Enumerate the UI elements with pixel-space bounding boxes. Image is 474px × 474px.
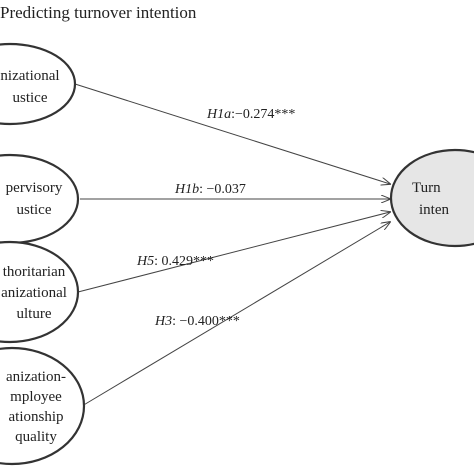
hypothesis-name: H3 — [154, 314, 172, 329]
svg-text:pervisory: pervisory — [6, 180, 63, 196]
coefficient-value: −0.274*** — [235, 107, 295, 122]
path-label-h1b: H1b: −0.037 — [174, 182, 246, 197]
node-label-line: ationship — [9, 409, 64, 425]
node-label-line: ustice — [17, 202, 52, 218]
svg-text:nizational: nizational — [0, 68, 59, 84]
node-supervisory-justice: pervisory ustice — [0, 153, 80, 245]
hypothesis-name: H1b — [174, 182, 199, 197]
path-label-h5: H5: 0.429*** — [136, 254, 214, 269]
coefficient-value: −0.037 — [207, 182, 246, 197]
path-label-h1a: H1a:−0.274*** — [206, 107, 295, 122]
node-organizational-justice: nizational ustice — [0, 42, 77, 126]
svg-text:Turn: Turn — [412, 180, 441, 196]
node-turnover-intention: Turn inten — [389, 148, 474, 248]
label-separator: : — [199, 182, 206, 197]
node-label-line: anization- — [6, 369, 66, 385]
node-label-line: quality — [15, 429, 57, 445]
svg-text:mployee: mployee — [10, 389, 62, 405]
node-authoritarian-culture: thoritarian anizational ulture — [0, 240, 80, 344]
label-separator: : — [231, 107, 235, 122]
path-label-h3: H3: −0.400*** — [154, 314, 240, 329]
node-label-line: ustice — [13, 90, 48, 106]
node-label-line: thoritarian — [3, 264, 66, 280]
node-label-line: anizational — [1, 285, 67, 301]
path-arrow-h5 — [77, 212, 390, 293]
diagram-title: Predicting turnover intention — [0, 3, 197, 22]
svg-text:thoritarian: thoritarian — [3, 264, 66, 280]
svg-text:anizational: anizational — [1, 285, 67, 301]
node-label-line: nizational — [0, 68, 59, 84]
node-label-line: pervisory — [6, 180, 63, 196]
svg-text:ustice: ustice — [17, 202, 52, 218]
svg-text:inten: inten — [419, 202, 449, 218]
path-arrow-h3 — [81, 222, 390, 407]
node-label-line: inten — [419, 202, 449, 218]
svg-text:ationship: ationship — [9, 409, 64, 425]
label-separator: : — [172, 314, 179, 329]
node-oe-relationship-quality: anization- mployee ationship quality — [0, 346, 86, 466]
node-label-line: mployee — [10, 389, 62, 405]
svg-text:quality: quality — [15, 429, 57, 445]
node-label-line: ulture — [17, 306, 52, 322]
hypothesis-name: H5 — [136, 254, 154, 269]
label-separator: : — [154, 254, 161, 269]
svg-text:anization-: anization- — [6, 369, 66, 385]
path-arrow-h1a — [74, 83, 390, 184]
coefficient-value: 0.429*** — [162, 254, 215, 269]
node-label-line: Turn — [412, 180, 441, 196]
coefficient-value: −0.400*** — [180, 314, 240, 329]
hypothesis-name: H1a — [206, 107, 231, 122]
svg-text:ustice: ustice — [13, 90, 48, 106]
svg-text:ulture: ulture — [17, 306, 52, 322]
